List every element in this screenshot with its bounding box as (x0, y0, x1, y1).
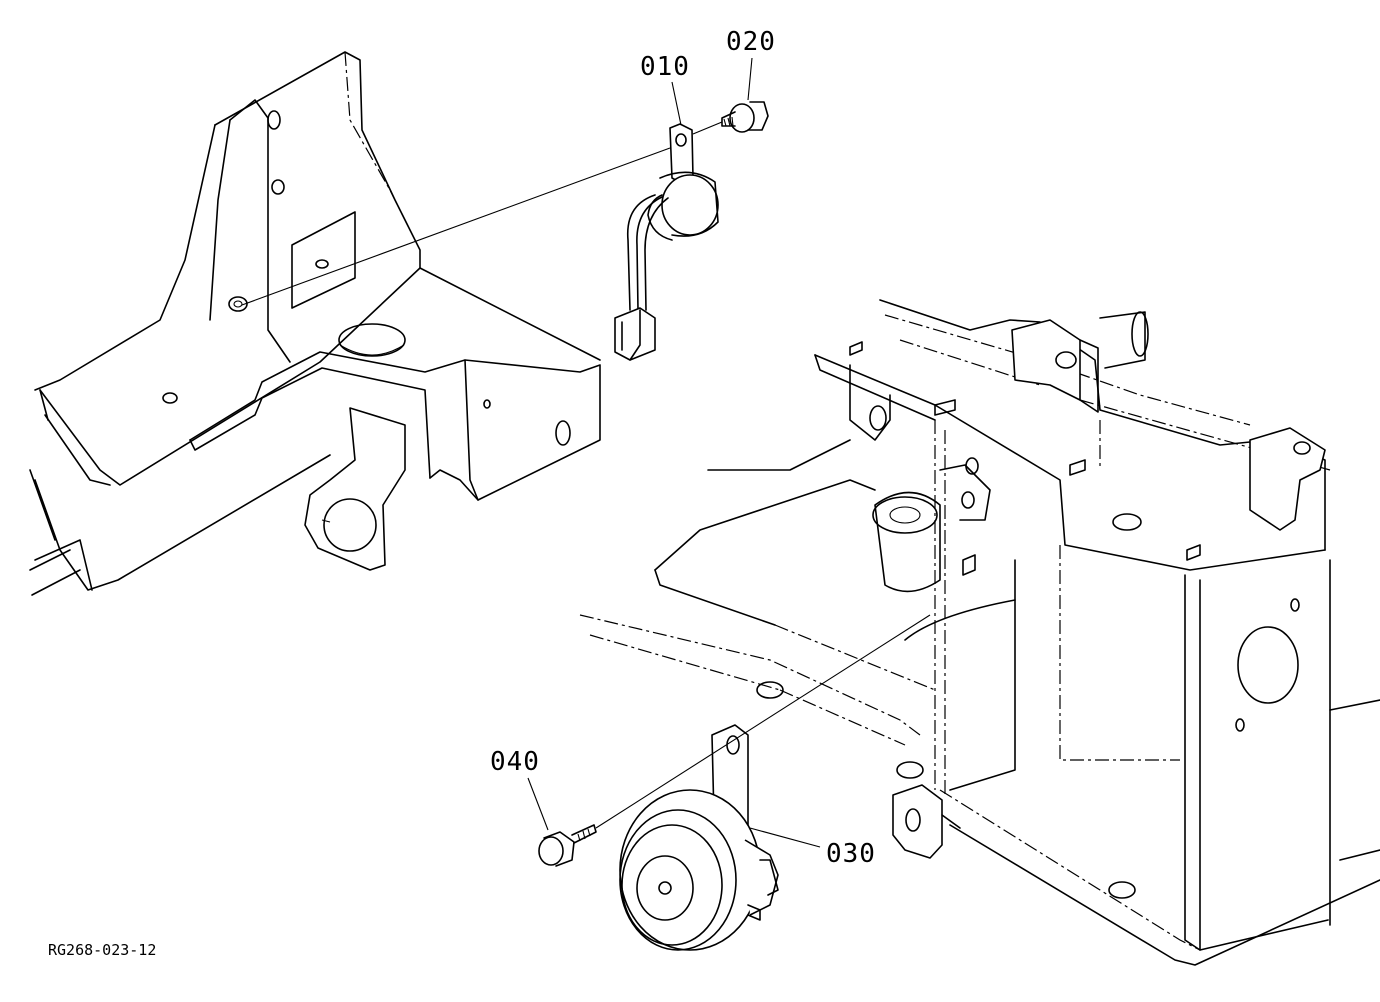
left-bracket (29, 51, 601, 596)
leader-020 (692, 121, 723, 135)
leader-030 (749, 827, 821, 848)
part-010-sensor (614, 123, 719, 361)
callout-030: 030 (826, 839, 876, 869)
leader-040 (527, 777, 549, 831)
part-040-bolt (538, 824, 597, 867)
callout-040: 040 (490, 747, 540, 777)
callout-020: 020 (726, 27, 776, 57)
callout-010: 010 (640, 52, 690, 82)
part-020-bolt (721, 101, 769, 133)
leader-010 (671, 81, 682, 126)
leader-020-label (747, 57, 753, 101)
part-030-horn (619, 724, 779, 951)
reference-code: RG268-023-12 (48, 941, 156, 959)
leader-040-assembly (595, 614, 931, 829)
right-chassis (579, 299, 1380, 966)
leader-010-assembly (241, 147, 671, 306)
